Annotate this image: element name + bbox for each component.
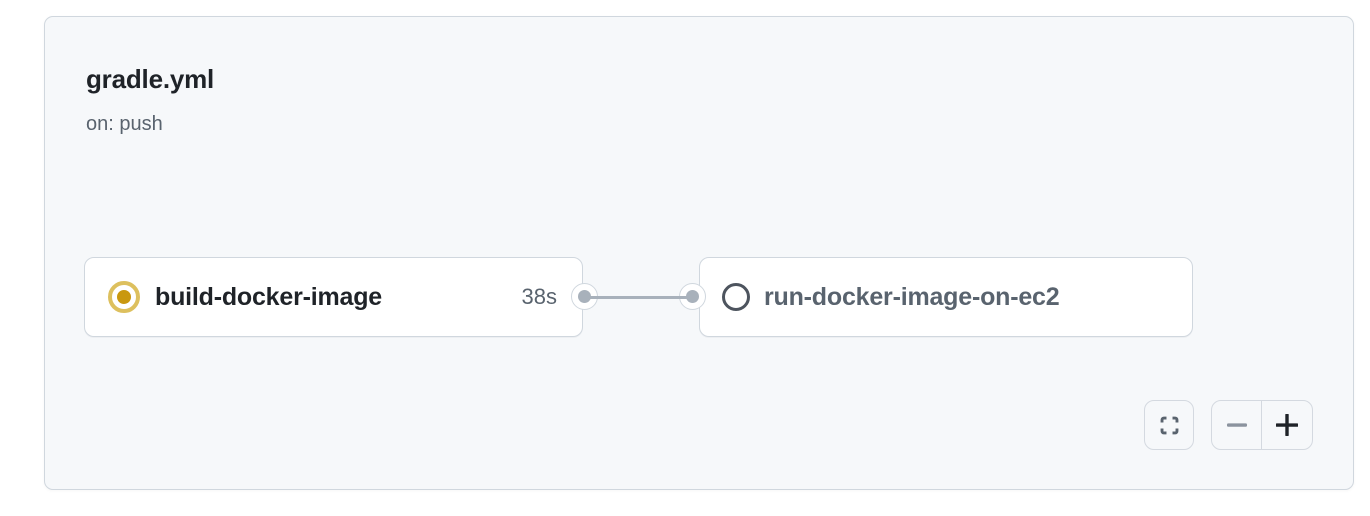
job-name: run-docker-image-on-ec2 xyxy=(764,282,1060,311)
minus-icon xyxy=(1225,413,1249,437)
fullscreen-expand-icon xyxy=(1158,414,1181,437)
zoom-in-button[interactable] xyxy=(1262,401,1312,449)
fullscreen-button[interactable] xyxy=(1144,400,1194,450)
edge-connector-dot-right xyxy=(686,290,699,303)
workflow-title: gradle.yml xyxy=(86,64,215,94)
zoom-control xyxy=(1211,400,1313,450)
dependency-edge-line xyxy=(585,296,693,299)
plus-icon xyxy=(1274,412,1300,438)
zoom-out-button[interactable] xyxy=(1212,401,1262,449)
in-progress-status-icon xyxy=(108,281,140,313)
job-node-build-docker-image[interactable]: build-docker-image 38s xyxy=(84,257,583,337)
queued-status-icon xyxy=(722,283,750,311)
workflow-graph-card: gradle.yml on: push build-docker-image 3… xyxy=(44,16,1354,490)
edge-connector-dot-left xyxy=(578,290,591,303)
job-node-run-docker-image-on-ec2[interactable]: run-docker-image-on-ec2 xyxy=(699,257,1193,337)
job-name: build-docker-image xyxy=(155,282,382,311)
job-duration: 38s xyxy=(521,284,557,309)
workflow-trigger: on: push xyxy=(86,113,163,135)
in-progress-status-icon-core xyxy=(117,290,131,304)
